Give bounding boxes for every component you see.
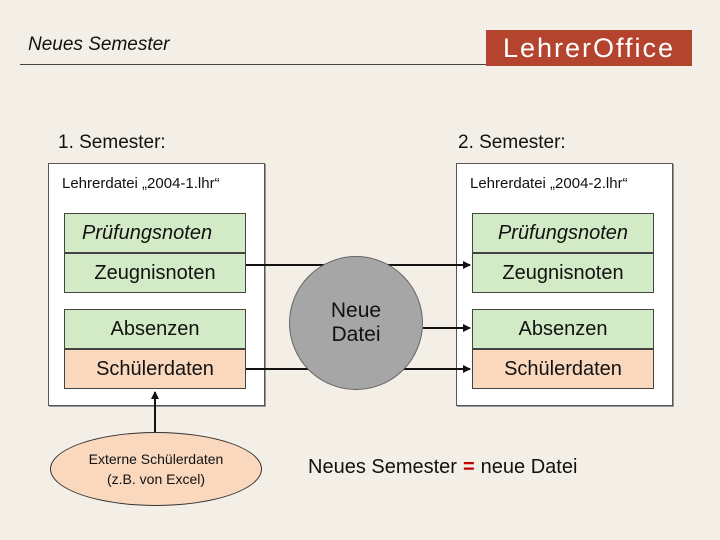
external-source-line1: Externe Schülerdaten xyxy=(88,451,224,467)
semester-2-schuelerdaten: Schülerdaten xyxy=(472,349,654,389)
equation-right: neue Datei xyxy=(480,456,578,478)
semester-1-schuelerdaten: Schülerdaten xyxy=(64,349,246,389)
neue-datei-line2: Datei xyxy=(331,323,381,346)
page-title: Neues Semester xyxy=(28,34,170,55)
summary-equation: Neues Semester=neue Datei xyxy=(308,456,577,479)
semester-1-file-label: Lehrerdatei „2004-1.lhr“ xyxy=(62,175,220,192)
equals-sign: = xyxy=(462,456,475,478)
semester-1-absenzen: Absenzen xyxy=(64,309,246,349)
semester-2-zeugnisnoten: Zeugnisnoten xyxy=(472,253,654,293)
external-source-node: Externe Schülerdaten (z.B. von Excel) xyxy=(50,432,262,506)
semester-1-pruefungsnoten: Prüfungsnoten xyxy=(64,213,246,253)
neue-datei-node: Neue Datei xyxy=(289,256,423,390)
semester-1-zeugnisnoten: Zeugnisnoten xyxy=(64,253,246,293)
semester-2-absenzen: Absenzen xyxy=(472,309,654,349)
external-source-line2: (z.B. von Excel) xyxy=(106,471,206,487)
semester-1-heading: 1. Semester: xyxy=(58,132,166,153)
equation-left: Neues Semester xyxy=(308,456,457,478)
semester-2-file-label: Lehrerdatei „2004-2.lhr“ xyxy=(470,175,628,192)
semester-2-heading: 2. Semester: xyxy=(458,132,566,153)
neue-datei-line1: Neue xyxy=(330,299,382,322)
title-divider xyxy=(20,64,488,65)
lehreroffice-logo: LehrerOffice xyxy=(486,30,692,66)
semester-2-pruefungsnoten: Prüfungsnoten xyxy=(472,213,654,253)
